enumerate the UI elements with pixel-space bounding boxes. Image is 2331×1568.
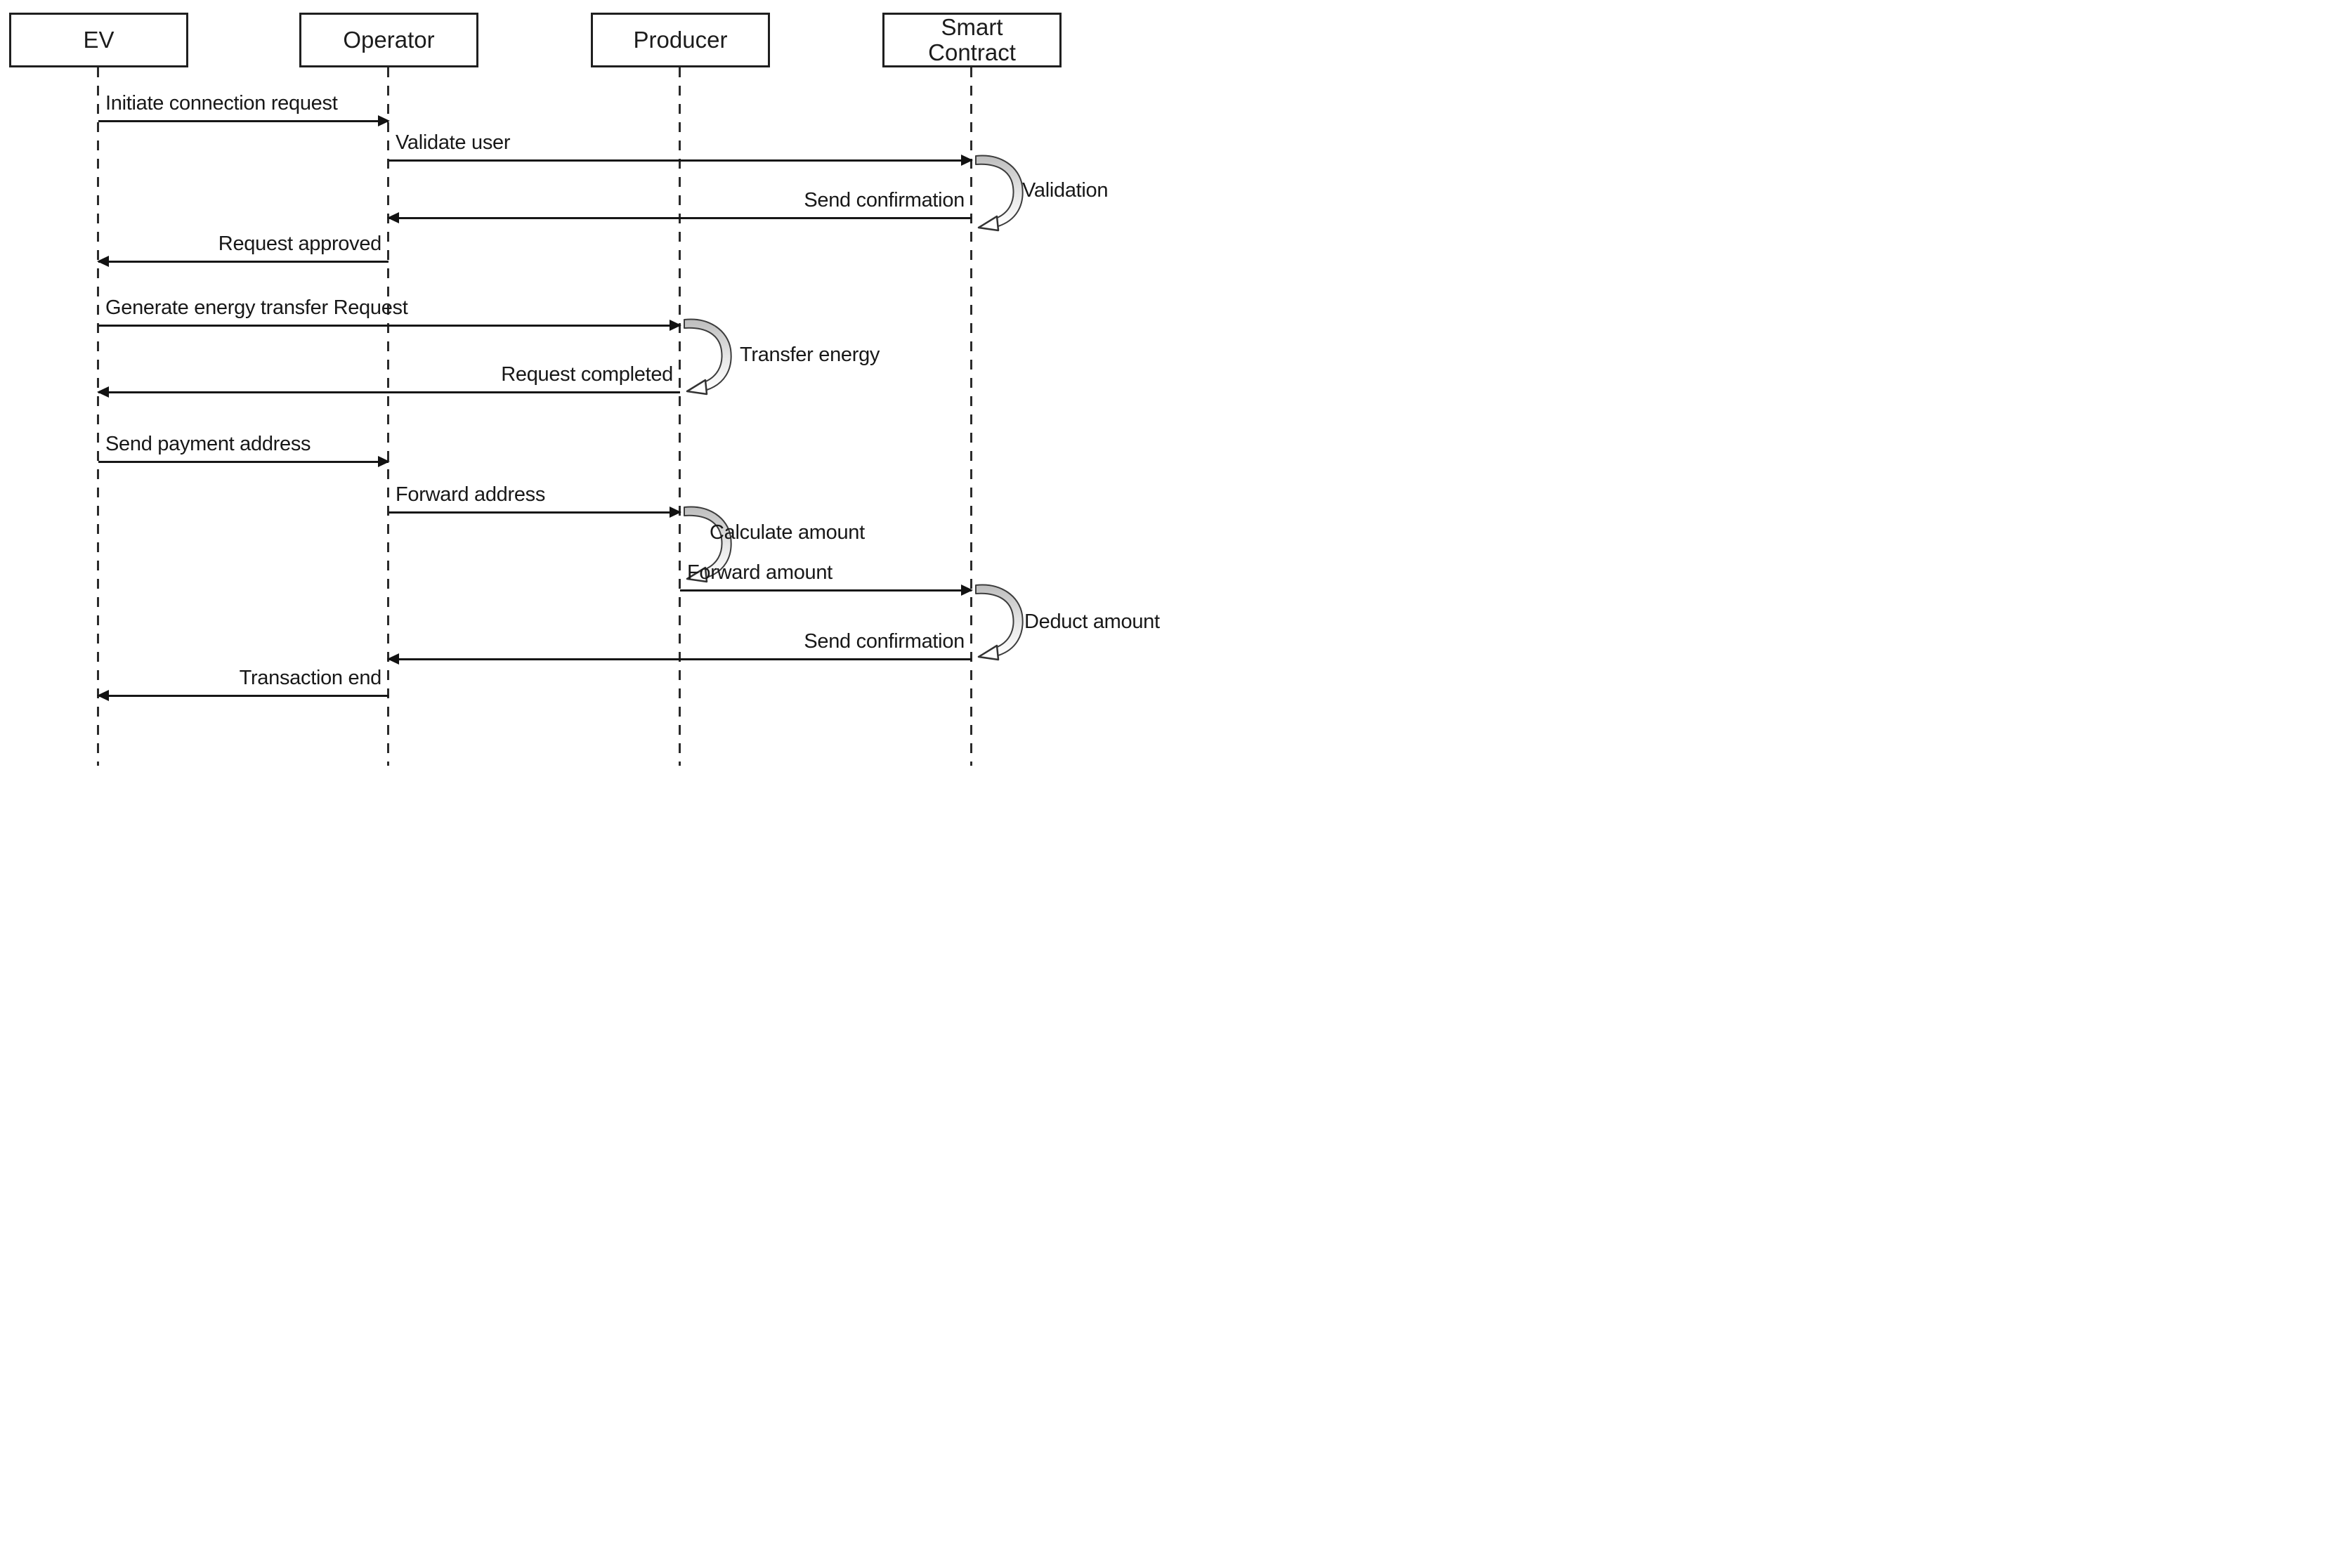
message-line [388, 658, 972, 660]
message-line [98, 120, 388, 122]
message-line [388, 511, 680, 514]
message-line [98, 391, 680, 393]
self-loop-label: Calculate amount [710, 521, 865, 544]
message-label: Request approved [218, 233, 382, 255]
participant-label: Producer [633, 27, 728, 53]
message-label: Send confirmation [804, 630, 965, 653]
self-loop-label: Transfer energy [740, 344, 880, 366]
loop-arrow-icon [975, 155, 1024, 232]
lifeline-producer [679, 67, 681, 766]
loop-arrow-icon [975, 584, 1024, 661]
participant-label: Smart Contract [928, 14, 1016, 65]
arrowhead-right-icon [378, 456, 390, 467]
arrowhead-left-icon [97, 386, 109, 398]
message-label: Forward address [396, 483, 546, 506]
message-label: Transaction end [239, 667, 382, 689]
message-line [98, 261, 388, 263]
self-loop-transfer-energy [681, 315, 740, 397]
lifeline-ev [97, 67, 99, 766]
participant-label: EV [83, 27, 115, 53]
arrowhead-left-icon [97, 690, 109, 701]
loop-arrow-icon [684, 318, 732, 396]
self-loop-label: Validation [1022, 179, 1109, 202]
participant-label: Operator [343, 27, 435, 53]
arrowhead-right-icon [670, 320, 681, 331]
arrowhead-right-icon [670, 507, 681, 518]
message-line [388, 217, 972, 219]
lifeline-operator [387, 67, 389, 766]
message-line [388, 159, 972, 162]
message-label: Initiate connection request [105, 92, 338, 115]
self-loop-calculate-amount [681, 503, 740, 584]
self-loop-validation [973, 152, 1032, 233]
message-label: Generate energy transfer Request [105, 296, 408, 319]
message-label: Send payment address [105, 433, 311, 455]
participant-box-ev: EV [9, 13, 188, 67]
message-line [98, 325, 680, 327]
self-loop-deduct-amount [973, 581, 1032, 662]
participant-box-smart-contract: Smart Contract [882, 13, 1062, 67]
message-label: Request completed [501, 363, 673, 386]
message-label: Forward amount [687, 561, 832, 584]
arrowhead-right-icon [961, 155, 973, 166]
participant-box-operator: Operator [299, 13, 478, 67]
arrowhead-left-icon [387, 212, 399, 223]
sequence-diagram: EV Operator Producer Smart Contract Init… [0, 0, 1166, 784]
loop-arrow-icon [684, 506, 732, 583]
arrowhead-left-icon [97, 256, 109, 267]
message-line [98, 461, 388, 463]
lifeline-smart-contract [970, 67, 972, 766]
participant-box-producer: Producer [591, 13, 770, 67]
self-loop-label: Deduct amount [1024, 610, 1160, 633]
arrowhead-left-icon [387, 653, 399, 665]
arrowhead-right-icon [961, 584, 973, 596]
message-line [98, 695, 388, 697]
message-label: Send confirmation [804, 189, 965, 211]
message-label: Validate user [396, 131, 511, 154]
message-line [680, 589, 972, 592]
arrowhead-right-icon [378, 115, 390, 126]
